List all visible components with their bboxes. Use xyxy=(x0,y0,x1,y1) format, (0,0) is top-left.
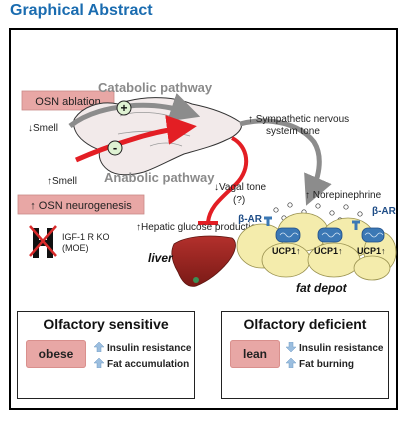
plus-circle xyxy=(116,100,132,116)
catabolic-label: Catabolic pathway xyxy=(98,80,213,95)
vagal-line2: (?) xyxy=(233,195,245,206)
osn-ablation-label: OSN ablation xyxy=(35,96,100,108)
olfactory-sensitive-box: Olfactory sensitive obese Insulin resist… xyxy=(17,311,195,399)
ucp1-label-1: UCP1↑ xyxy=(272,246,301,256)
olfactory-deficient-title: Olfactory deficient xyxy=(243,316,367,332)
deficient-line-1: Insulin resistance xyxy=(286,342,383,354)
sympathetic-arrow xyxy=(239,118,332,206)
igf-label-line2: (MOE) xyxy=(62,243,89,253)
igf1-receptor-icon xyxy=(29,225,57,258)
vagal-line1: ↓Vagal tone xyxy=(214,182,267,193)
osn-ablation-box xyxy=(21,90,115,111)
sensitive-line-1: Insulin resistance xyxy=(94,342,191,354)
osn-neurogenesis-label: ↑ OSN neurogenesis xyxy=(30,200,132,212)
arrow-down-icon xyxy=(286,342,296,352)
liver-icon xyxy=(171,235,236,287)
beta-ar-right-label: β-AR xyxy=(372,206,397,217)
gallbladder-icon xyxy=(193,277,199,283)
norepinephrine-dots xyxy=(273,202,363,223)
beta-ar-receptor-right xyxy=(352,220,360,230)
arrow-up-icon xyxy=(286,358,296,368)
deficient-line-1-text: Insulin resistance xyxy=(299,343,384,354)
smell-up-label: ↑Smell xyxy=(47,176,77,187)
minus-circle xyxy=(107,140,123,156)
anabolic-label: Anabolic pathway xyxy=(104,170,215,185)
arrow-up-icon xyxy=(94,342,104,352)
olfactory-sensitive-title: Olfactory sensitive xyxy=(43,316,169,332)
minus-sign: - xyxy=(113,140,117,155)
smell-down-label: ↓Smell xyxy=(28,123,58,134)
olfactory-deficient-box: Olfactory deficient lean Insulin resista… xyxy=(221,311,389,399)
plus-sign: + xyxy=(120,101,127,115)
graphical-abstract-header: Graphical Abstract xyxy=(10,2,153,19)
sensitive-line-2: Fat accumulation xyxy=(94,358,189,370)
vagal-path xyxy=(206,136,248,223)
mitochondria-icons xyxy=(275,227,385,243)
sympathetic-line1: ↑ Sympathetic nervous xyxy=(248,114,349,125)
anabolic-arrow xyxy=(74,114,197,163)
lean-badge: lean xyxy=(230,340,280,368)
deficient-line-2-text: Fat burning xyxy=(299,359,354,370)
liver-label: liver xyxy=(148,251,174,265)
osn-neurogenesis-box xyxy=(17,194,145,215)
arrow-up-icon xyxy=(94,358,104,368)
sympathetic-line2: system tone xyxy=(266,126,320,137)
beta-ar-receptor-left xyxy=(264,216,272,226)
ucp1-label-2: UCP1↑ xyxy=(314,246,343,256)
ucp1-label-3: UCP1↑ xyxy=(357,246,386,256)
sensitive-line-2-text: Fat accumulation xyxy=(107,359,190,370)
beta-ar-left-label: β-AR xyxy=(238,214,263,225)
norepinephrine-label: ↑ Norepinephrine xyxy=(305,190,382,201)
obese-badge: obese xyxy=(26,340,86,368)
deficient-line-2: Fat burning xyxy=(286,358,354,370)
fat-depot-label: fat depot xyxy=(296,281,348,295)
igf-label-line1: IGF-1 R KO xyxy=(62,232,110,242)
abstract-frame xyxy=(9,28,398,410)
sensitive-line-1-text: Insulin resistance xyxy=(107,343,192,354)
hepatic-label: ↑Hepatic glucose production xyxy=(136,222,262,233)
